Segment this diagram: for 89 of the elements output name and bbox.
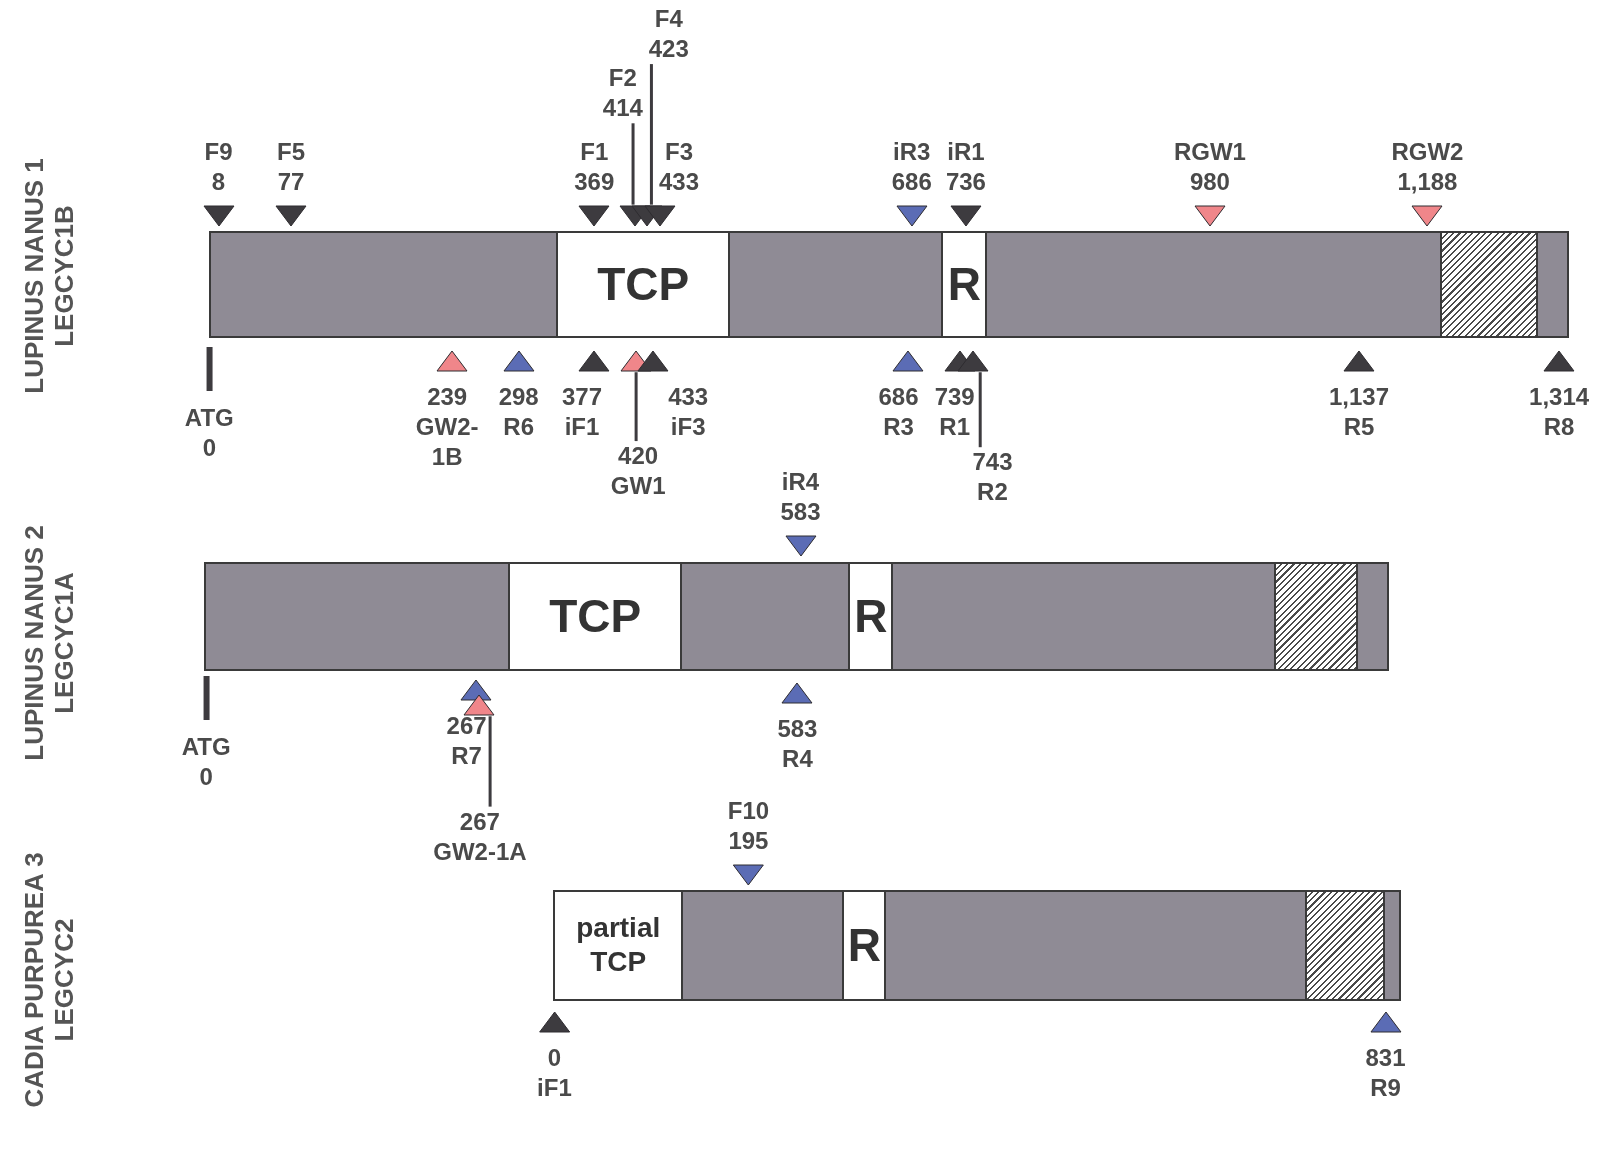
- marker-label: 0: [547, 1042, 562, 1073]
- marker-label: 1,188: [1397, 166, 1458, 197]
- leader-line: [978, 372, 982, 448]
- marker-label: 831: [1365, 1042, 1406, 1073]
- leader-line: [488, 716, 492, 807]
- marker-label: GW2-1B: [414, 412, 480, 473]
- hatched-region: [1274, 563, 1358, 669]
- marker-label: ATG: [184, 403, 234, 434]
- marker-label: 267: [459, 806, 500, 837]
- marker-label: iF1: [537, 1072, 572, 1103]
- marker-label: iR4: [781, 467, 820, 498]
- marker-label: 0: [199, 761, 213, 792]
- marker-label: 195: [728, 826, 769, 857]
- marker-label: iF1: [564, 412, 600, 443]
- marker-label: R7: [451, 741, 482, 771]
- hatched-region: [1304, 892, 1385, 999]
- marker-label: GW1: [610, 471, 666, 502]
- hatched-region: [1439, 232, 1538, 336]
- marker-label: 433: [668, 382, 709, 413]
- leader-line: [634, 372, 638, 442]
- marker-label: iR3: [893, 136, 931, 167]
- marker-label: GW2-1A: [433, 836, 527, 867]
- marker-label: iR1: [947, 136, 985, 167]
- marker-label: 583: [777, 714, 818, 745]
- domain-label: partial TCP: [575, 911, 662, 980]
- marker-label: F10: [727, 796, 770, 827]
- marker-label: 686: [891, 166, 932, 197]
- marker-label: F5: [277, 136, 305, 167]
- domain-label: R: [947, 261, 981, 308]
- marker-label: R4: [782, 744, 813, 775]
- marker-label: 743: [972, 447, 1013, 478]
- marker-label: 369: [574, 166, 615, 197]
- marker-label: 686: [878, 382, 919, 413]
- marker-label: 433: [658, 166, 699, 197]
- triangle-marker-icon: [462, 694, 495, 717]
- marker-label: R3: [883, 412, 914, 443]
- marker-label: F4: [654, 4, 683, 35]
- marker-label: R6: [503, 412, 534, 443]
- gene-label: LUPINUS NANUS 2: [19, 525, 49, 761]
- gene-label: LUPINUS NANUS 1: [19, 157, 49, 394]
- marker-label: 77: [277, 166, 305, 197]
- domain-box: [941, 232, 988, 336]
- domain-label: TCP: [597, 261, 690, 308]
- marker-label: 298: [498, 382, 539, 413]
- gene-bar: [553, 890, 1401, 1001]
- gene-label: LEGCYC1B: [49, 203, 79, 349]
- domain-label: R: [854, 593, 888, 640]
- marker-label: 423: [648, 34, 689, 65]
- marker-label: 739: [934, 382, 975, 413]
- triangle-marker-icon: [957, 350, 990, 373]
- marker-label: R2: [977, 477, 1008, 508]
- marker-label: 1,314: [1529, 382, 1590, 413]
- marker-label: 0: [202, 433, 216, 464]
- domain-label: TCP: [549, 593, 642, 640]
- marker-label: 420: [618, 441, 659, 472]
- marker-label: 377: [561, 382, 602, 413]
- domain-box: [556, 232, 730, 336]
- marker-label: 267: [446, 711, 487, 741]
- marker-label: R9: [1370, 1072, 1401, 1103]
- marker-label: 239: [427, 382, 468, 413]
- gene-label: LEGCYC2: [49, 917, 79, 1044]
- marker-label: F1: [580, 136, 609, 167]
- marker-label: F2: [608, 63, 637, 94]
- marker-label: R1: [939, 412, 970, 443]
- marker-label: 583: [780, 497, 821, 528]
- gene-bar: [204, 561, 1389, 671]
- leader-line: [649, 64, 653, 205]
- marker-label: RGW2: [1391, 136, 1464, 167]
- leader-line: [631, 123, 635, 205]
- marker-label: R5: [1343, 412, 1375, 443]
- domain-box: [508, 563, 683, 669]
- marker-label: 980: [1189, 166, 1230, 197]
- marker-label: ATG: [181, 731, 231, 762]
- domain-box: [842, 892, 887, 999]
- marker-label: 736: [945, 166, 986, 197]
- marker-label: F9: [204, 136, 233, 167]
- gene-label: LEGCYC1A: [49, 571, 79, 717]
- domain-box: [553, 892, 684, 999]
- gene-bar: [209, 230, 1570, 338]
- marker-label: 414: [602, 93, 643, 124]
- gene-label: CADIA PURPUREA 3: [19, 852, 49, 1108]
- domain-label: R: [847, 922, 881, 969]
- marker-label: F3: [665, 136, 693, 167]
- marker-label: 8: [211, 166, 226, 197]
- marker-label: iF3: [670, 412, 706, 443]
- marker-label: 1,137: [1328, 382, 1390, 413]
- marker-label: RGW1: [1173, 136, 1246, 167]
- marker-label: R8: [1543, 412, 1575, 443]
- domain-box: [848, 563, 894, 669]
